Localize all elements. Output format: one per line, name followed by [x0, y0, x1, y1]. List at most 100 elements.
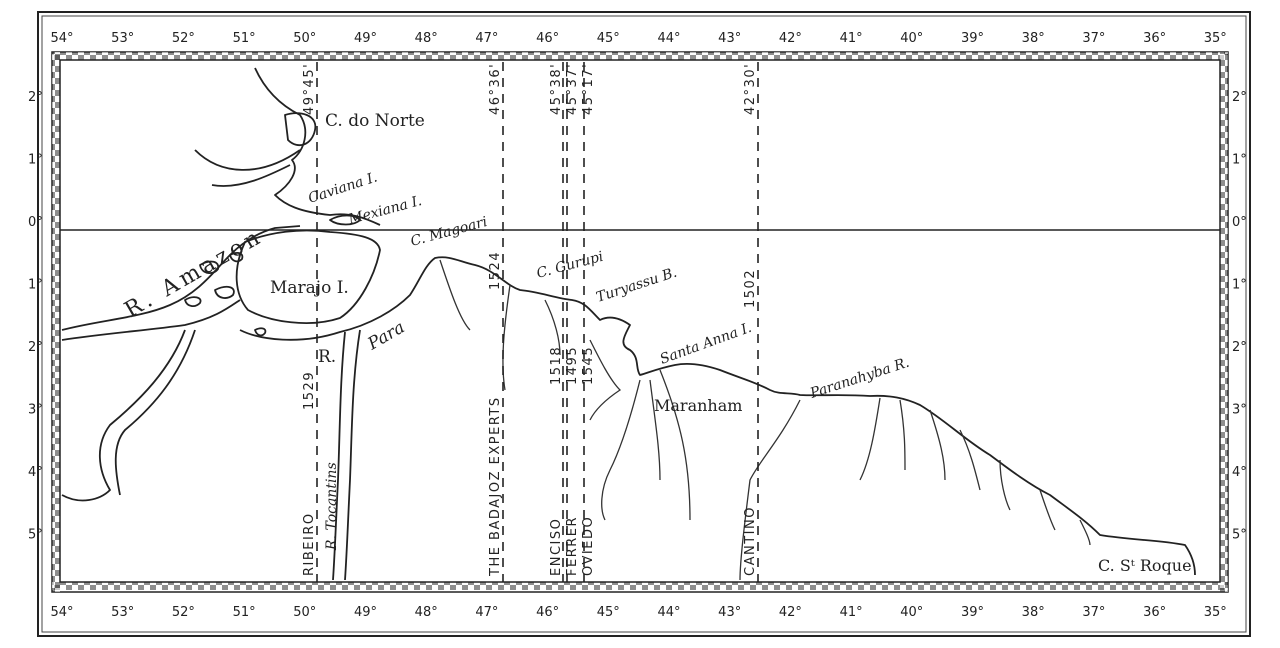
para-river-coast — [239, 256, 1196, 576]
longitude-label: 54° — [50, 31, 73, 46]
meridian-author-label: FERRER — [565, 516, 580, 576]
label-c-st-roque: C. Sᵗ Roque — [1098, 556, 1192, 575]
longitude-label: 36° — [1143, 605, 1166, 620]
longitude-label: 53° — [111, 605, 134, 620]
label-tocantins: R. Tocantins — [324, 462, 340, 551]
latitude-label: 2° — [28, 340, 43, 355]
longitude-label: 41° — [840, 605, 863, 620]
longitude-label: 42° — [779, 605, 802, 620]
latitude-label: 2° — [28, 90, 43, 105]
longitude-label: 40° — [900, 31, 923, 46]
longitude-label: 37° — [1082, 605, 1105, 620]
north-inlet — [194, 149, 301, 187]
label-c-gurupi: C. Gurupi — [535, 249, 605, 282]
label-c-magoari: C. Magoari — [409, 214, 489, 250]
latitude-label: 3° — [28, 403, 43, 418]
longitude-label: 45° — [597, 31, 620, 46]
latitude-label: 1° — [28, 153, 43, 168]
longitude-label: 54° — [50, 605, 73, 620]
longitude-label: 50° — [293, 605, 316, 620]
meridian-author-label: OVIEDO — [581, 516, 596, 576]
label-c-do-norte: C. do Norte — [325, 111, 425, 131]
longitude-label: 37° — [1082, 31, 1105, 46]
meridian-year-label: 1524 — [488, 251, 503, 290]
label-maranham: Maranham — [654, 396, 742, 415]
longitude-label: 44° — [657, 605, 680, 620]
meridian-author-label: ENCISO — [549, 518, 564, 576]
label-para: Para — [364, 317, 409, 354]
longitude-label: 47° — [475, 31, 498, 46]
meridian-year-label: 1529 — [302, 371, 317, 410]
amazon-north-bank — [61, 225, 301, 331]
longitude-label: 35° — [1204, 31, 1227, 46]
coastlines — [61, 67, 1196, 581]
longitude-label: 39° — [961, 31, 984, 46]
longitude-label: 43° — [718, 31, 741, 46]
longitude-label: 48° — [415, 605, 438, 620]
longitude-label: 50° — [293, 31, 316, 46]
longitude-label: 48° — [415, 31, 438, 46]
longitude-label: 44° — [657, 31, 680, 46]
latitude-label: 2° — [1232, 340, 1247, 355]
meridian-year-label: 1495 — [565, 346, 580, 385]
c-do-norte-island — [284, 112, 317, 147]
longitude-label: 47° — [475, 605, 498, 620]
longitude-label: 46° — [536, 605, 559, 620]
longitude-label: 38° — [1022, 31, 1045, 46]
meridian-year-label: 1502 — [743, 269, 758, 308]
label-marajo: Marajo I. — [270, 278, 349, 298]
place-labels: C. do Norte Caviana I. Mexiana I. C. Mag… — [121, 111, 1192, 575]
meridian-author-label: THE BADAJOZ EXPERTS — [488, 396, 503, 577]
longitude-label: 52° — [172, 605, 195, 620]
longitude-label: 42° — [779, 31, 802, 46]
latitude-label: 3° — [1232, 403, 1247, 418]
longitude-label: 49° — [354, 605, 377, 620]
longitude-label: 46° — [536, 31, 559, 46]
longitude-label: 43° — [718, 605, 741, 620]
meridian-author-label: RIBEIRO — [302, 512, 317, 576]
meridian-degree-label: 46°36' — [488, 63, 503, 115]
latitude-labels-right: 2°1°0°1°2°3°4°5° — [1232, 90, 1247, 543]
longitude-label: 51° — [233, 605, 256, 620]
meridian-year-label: 1518 — [549, 346, 564, 385]
meridian-year-label: 1545 — [581, 346, 596, 385]
meridian-degree-label: 45°37' — [565, 63, 580, 115]
latitude-label: 1° — [1232, 153, 1247, 168]
label-santa-anna: Santa Anna I. — [658, 320, 754, 368]
amazon-islands — [184, 214, 361, 337]
amazon-south-bank — [61, 299, 241, 341]
amazon-southwest-branch — [61, 329, 196, 502]
label-r: R. — [318, 347, 336, 367]
latitude-label: 1° — [28, 278, 43, 293]
latitude-label: 5° — [1232, 528, 1247, 543]
longitude-label: 41° — [840, 31, 863, 46]
latitude-label: 5° — [28, 528, 43, 543]
meridian-degree-label: 42°30' — [743, 63, 758, 115]
longitude-label: 51° — [233, 31, 256, 46]
longitude-label: 35° — [1204, 605, 1227, 620]
longitude-labels-top: 54° 53° 52° 51° 50° 49° 48° 47° 46° 45° 44° 43° 42° 4… — [50, 31, 1226, 46]
latitude-label: 0° — [1232, 215, 1247, 230]
longitude-label: 39° — [961, 605, 984, 620]
inland-rivers — [439, 259, 1091, 581]
latitude-label: 4° — [1232, 465, 1247, 480]
north-coast — [254, 67, 381, 226]
longitude-label: 49° — [354, 31, 377, 46]
longitude-label: 53° — [111, 31, 134, 46]
label-turyassu: Turyassu B. — [594, 265, 679, 306]
longitude-label: 52° — [172, 31, 195, 46]
latitude-label: 0° — [28, 215, 43, 230]
meridian-degree-label: 49°45' — [302, 63, 317, 115]
meridian-degree-label: 45°17' — [581, 63, 596, 115]
longitude-labels-bottom: 54° 53° 52° 51° 50° 49° 48° 47° 46° 45° 44° 43° 42° 4… — [50, 605, 1226, 620]
longitude-label: 40° — [900, 605, 923, 620]
meridian-degree-label: 45°38' — [549, 63, 564, 115]
latitude-label: 1° — [1232, 278, 1247, 293]
longitude-label: 36° — [1143, 31, 1166, 46]
longitude-label: 38° — [1022, 605, 1045, 620]
latitude-labels-left: 2° 1° 0° 1° 2° 3° 4° 5° — [28, 90, 43, 543]
label-mexiana: Mexiana I. — [346, 193, 424, 228]
longitude-label: 45° — [597, 605, 620, 620]
latitude-label: 4° — [28, 465, 43, 480]
